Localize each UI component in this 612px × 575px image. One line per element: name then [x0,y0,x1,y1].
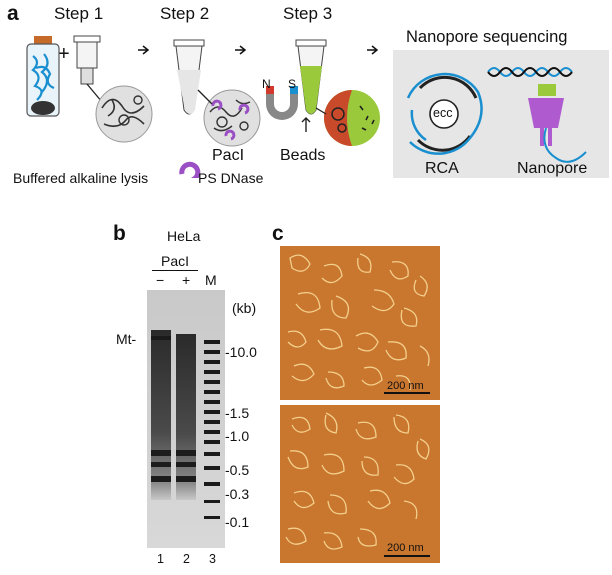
afm-image-bottom [280,405,440,563]
step-1-label: Step 1 [54,4,104,23]
lane-number-3: 3 [209,552,216,566]
bead-separation-circle [315,90,380,146]
scale-bar-label-top: 200 nm [387,380,424,392]
panel-c-letter: c [272,222,284,245]
enzyme-underline [152,270,198,271]
gel-lane-2 [176,334,196,500]
magnet-s-label: S [288,77,297,91]
plus-sign: + [58,43,70,65]
unit-label: (kb) [232,300,257,316]
lane-number-2: 2 [183,552,190,566]
dnase-label: PS DNase [198,170,264,186]
nanopore-label: Nanopore [517,160,588,177]
magnet-n-label: N [262,77,271,91]
size-tick-0-3: -0.3 [225,486,250,502]
size-tick-1-0: -1.0 [225,428,250,444]
cell-line-label: HeLa [167,228,201,244]
enzyme-header: PacI [161,253,190,269]
size-tick-0-5: -0.5 [225,462,250,478]
rca-diagram [406,72,483,155]
arrow-icon [301,117,311,132]
digestion-circle [197,89,261,147]
panel-b-letter: b [113,222,126,245]
size-tick-10: -10.0 [225,344,257,360]
spin-column-icon [73,35,103,103]
magnet-icon [266,86,298,120]
bead-tube-icon [295,39,327,115]
lysis-label: Buffered alkaline lysis [13,170,149,186]
lysate-dna-circle [95,85,153,143]
gel-lane-1 [151,330,171,500]
nanopore-diagram [487,67,587,163]
panel-a-letter: a [7,2,19,25]
ecc-label: ecc [433,106,453,120]
beads-label: Beads [280,147,326,164]
step-3-label: Step 3 [283,4,333,23]
enzyme-label: PacI [212,147,245,164]
lane-sign-minus: − [156,272,165,288]
eppendorf-tube-icon [173,39,205,115]
marker-label: M [205,272,217,288]
marker-ladder [204,340,220,519]
gel-image [147,290,225,548]
sequencing-title: Nanopore sequencing [406,28,568,46]
lane-sign-plus: + [182,272,191,288]
afm-image-top [280,246,440,400]
scale-bar-label-bottom: 200 nm [387,542,424,554]
arrow-icon [235,45,247,55]
step-2-label: Step 2 [160,4,210,23]
mt-label: Mt- [116,331,137,347]
arrow-icon [367,45,379,55]
panel-a-illustration [26,35,609,178]
size-tick-0-1: -0.1 [225,514,250,530]
arrow-icon [138,45,150,55]
sample-tube-icon [26,36,60,117]
rca-label: RCA [425,160,459,177]
lane-number-1: 1 [157,552,164,566]
size-tick-1-5: -1.5 [225,405,250,421]
ps-dnase-icon [179,161,201,178]
